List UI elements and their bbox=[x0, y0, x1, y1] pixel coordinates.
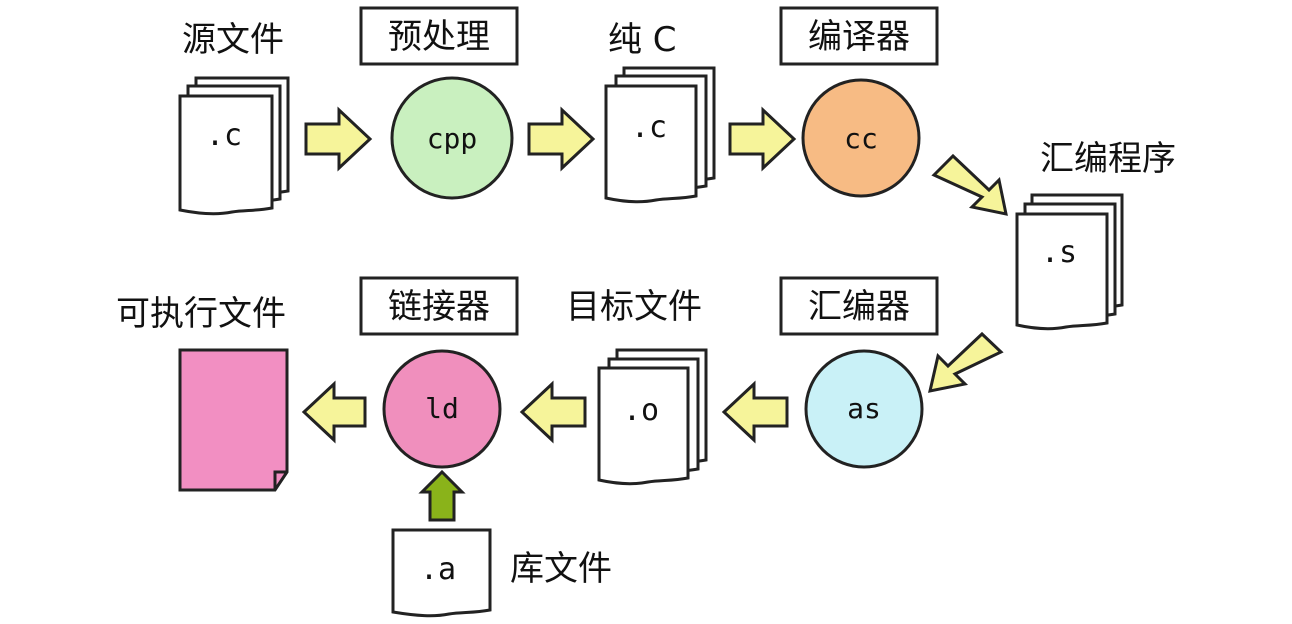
linker-label-box: 链接器 bbox=[359, 276, 519, 336]
library-file-node: .a bbox=[391, 528, 492, 618]
source-file-extension: .c bbox=[206, 118, 242, 153]
compiler-node: cc bbox=[801, 78, 921, 198]
assembly-file-extension: .s bbox=[1041, 235, 1077, 270]
object-file-extension: .o bbox=[623, 393, 659, 428]
linker-circle bbox=[382, 349, 502, 469]
arrow-source-to-cpp bbox=[304, 106, 373, 172]
assembly-file-stack: .s bbox=[1015, 193, 1124, 331]
arrow-pure-c-to-cc bbox=[728, 106, 797, 172]
assembler-label-box: 汇编器 bbox=[779, 276, 939, 336]
preprocess-box bbox=[359, 6, 519, 66]
assembler-node: as bbox=[804, 349, 924, 469]
executable-file-fold bbox=[273, 470, 287, 490]
source-file-label: 源文件 bbox=[182, 20, 284, 60]
library-file-shape bbox=[391, 528, 492, 618]
source-paper-front bbox=[178, 94, 274, 216]
object-file-stack: .o bbox=[597, 348, 708, 486]
pure-c-file-extension: .c bbox=[631, 110, 667, 145]
assembler-tool-label: as bbox=[847, 392, 881, 425]
assembly-program-label: 汇编程序 bbox=[1040, 139, 1176, 179]
arrow-library-to-ld bbox=[418, 469, 466, 522]
arrow-cc-to-assembly bbox=[931, 153, 1008, 216]
compiler-tool-label: cc bbox=[844, 122, 878, 155]
pure-c-file-stack: .c bbox=[604, 66, 716, 204]
linker-box bbox=[359, 276, 519, 336]
arrow-cpp-to-pure-c bbox=[527, 106, 596, 172]
executable-file-label: 可执行文件 bbox=[116, 294, 286, 334]
library-file-label: 库文件 bbox=[510, 549, 612, 589]
assembler-box bbox=[779, 276, 939, 336]
preprocessor-circle bbox=[390, 76, 514, 200]
assembler-label: 汇编器 bbox=[808, 287, 910, 327]
compiler-label-box: 编译器 bbox=[779, 6, 939, 66]
assembly-paper-front bbox=[1015, 212, 1109, 331]
arrow-as-to-object bbox=[721, 380, 789, 444]
object-file-label: 目标文件 bbox=[566, 287, 702, 327]
preprocessor-node: cpp bbox=[390, 76, 514, 200]
preprocess-label-box: 预处理 bbox=[359, 6, 519, 66]
assembler-circle bbox=[804, 349, 924, 469]
pure-c-paper-front bbox=[604, 84, 698, 204]
pure-c-label: 纯 C bbox=[608, 20, 677, 60]
linker-tool-label: ld bbox=[425, 392, 459, 425]
arrow-object-to-ld bbox=[519, 380, 587, 444]
object-paper-front bbox=[597, 366, 690, 486]
source-file-stack: .c bbox=[178, 76, 290, 216]
arrow-ld-to-executable bbox=[301, 380, 367, 444]
linker-node: ld bbox=[382, 349, 502, 469]
compiler-box bbox=[779, 6, 939, 66]
executable-file-shape bbox=[178, 348, 289, 492]
compiler-label: 编译器 bbox=[808, 17, 910, 57]
preprocessor-tool-label: cpp bbox=[427, 122, 478, 155]
arrow-assembly-to-as bbox=[928, 331, 1004, 393]
library-file-extension: .a bbox=[420, 552, 456, 587]
preprocess-label: 预处理 bbox=[388, 17, 490, 57]
linker-label: 链接器 bbox=[388, 287, 490, 327]
compiler-circle bbox=[801, 78, 921, 198]
